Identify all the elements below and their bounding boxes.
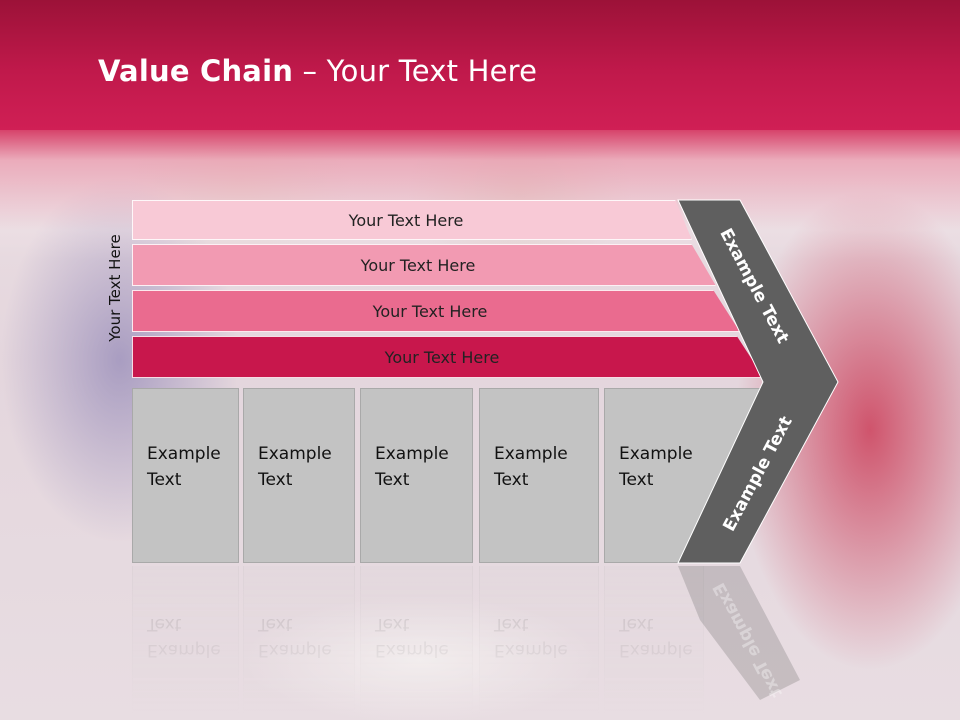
slide-title: Value Chain – Your Text Here bbox=[98, 54, 537, 88]
band-2: Your Text Here bbox=[132, 244, 716, 286]
box-4-line2: Text bbox=[494, 470, 529, 490]
box-3-line1: Example bbox=[375, 444, 449, 464]
box-2-reflection: Example Text bbox=[243, 566, 355, 716]
box-4-reflection: Example Text bbox=[479, 566, 599, 716]
box-1-line2: Text bbox=[147, 470, 182, 490]
header-bar bbox=[0, 0, 960, 130]
box-3-reflection: Example Text bbox=[360, 566, 473, 716]
band-1-label: Your Text Here bbox=[348, 210, 464, 230]
side-label: Your Text Here bbox=[106, 234, 124, 342]
slide-title-bold: Value Chain bbox=[98, 54, 294, 88]
box-1-line1: Example bbox=[147, 444, 221, 464]
band-3-label: Your Text Here bbox=[372, 301, 488, 321]
box-3-reflection-line2: Text bbox=[375, 614, 410, 634]
box-4-reflection-line1: Example bbox=[494, 640, 568, 660]
box-2-reflection-line1: Example bbox=[258, 640, 332, 660]
box-4-line1: Example bbox=[494, 444, 568, 464]
band-1: Your Text Here bbox=[132, 200, 692, 240]
box-5-reflection-line2: Text bbox=[619, 614, 654, 634]
box-1-reflection: Example Text bbox=[132, 566, 239, 716]
box-3-line2: Text bbox=[375, 470, 410, 490]
box-3-reflection-line1: Example bbox=[375, 640, 449, 660]
box-1-reflection-line2: Text bbox=[147, 614, 182, 634]
box-5-line1: Example bbox=[619, 444, 693, 464]
band-4: Your Text Here bbox=[132, 336, 764, 378]
box-5-line2: Text bbox=[619, 470, 654, 490]
box-2-reflection-line2: Text bbox=[258, 614, 293, 634]
band-3: Your Text Here bbox=[132, 290, 740, 332]
box-2-line2: Text bbox=[258, 470, 293, 490]
band-2-label: Your Text Here bbox=[360, 255, 476, 275]
box-5-reflection-line1: Example bbox=[619, 640, 693, 660]
box-4-reflection-line2: Text bbox=[494, 614, 529, 634]
box-5-reflection: Example Text bbox=[604, 566, 704, 716]
band-4-label: Your Text Here bbox=[384, 347, 500, 367]
slide-title-rest: – Your Text Here bbox=[293, 54, 538, 88]
box-1-reflection-line1: Example bbox=[147, 640, 221, 660]
box-2-line1: Example bbox=[258, 444, 332, 464]
